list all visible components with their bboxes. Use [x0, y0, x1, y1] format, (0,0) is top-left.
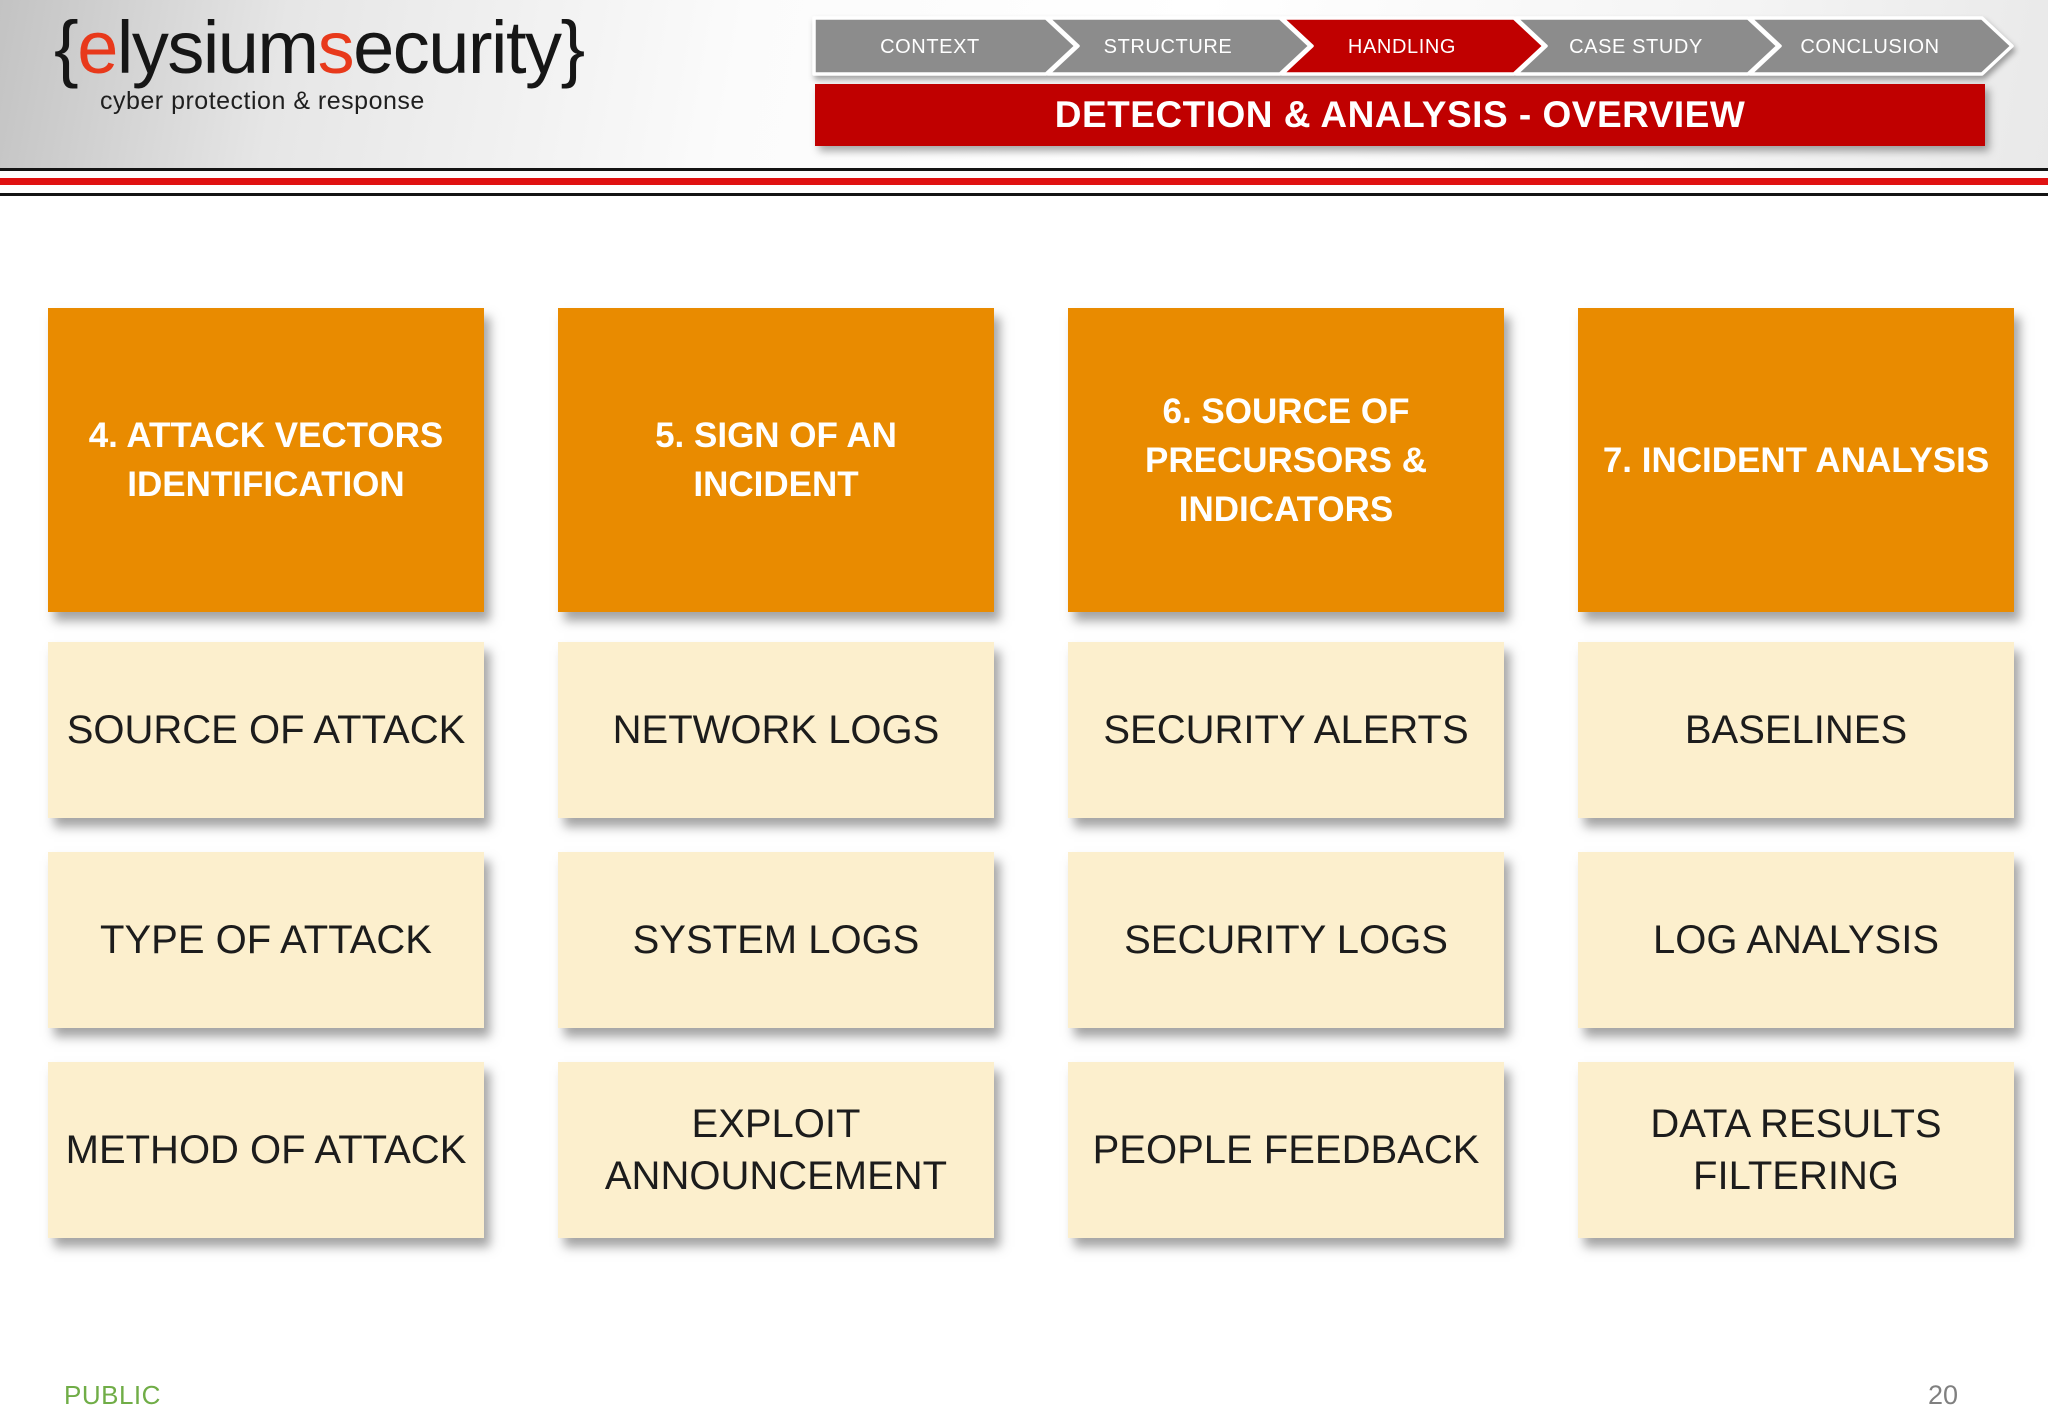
column-4-item-2: LOG ANALYSIS	[1578, 852, 2014, 1028]
nav-chevron-handling[interactable]: HANDLING	[1280, 16, 1546, 76]
column-3-item-2: SECURITY LOGS	[1068, 852, 1504, 1028]
slide-title: DETECTION & ANALYSIS - OVERVIEW	[1054, 94, 1746, 135]
column-4-item-3: DATA RESULTS FILTERING	[1578, 1062, 2014, 1238]
logo-letter-e: e	[77, 6, 118, 89]
logo-letter-s: s	[317, 6, 355, 89]
nav-chevron-case-study[interactable]: CASE STUDY	[1514, 16, 1780, 76]
company-logo: {elysiumsecurity} cyber protection & res…	[54, 4, 586, 116]
slide-title-banner: DETECTION & ANALYSIS - OVERVIEW	[815, 84, 1985, 146]
logo-wordmark: {elysiumsecurity}	[54, 4, 586, 91]
column-2-item-1: NETWORK LOGS	[558, 642, 994, 818]
column-1-item-1: SOURCE OF ATTACK	[48, 642, 484, 818]
page-number: 20	[1927, 1380, 1958, 1410]
logo-tagline: cyber protection & response	[100, 87, 425, 116]
nav-label-handling: HANDLING	[1348, 36, 1456, 58]
nav-chevron-context[interactable]: CONTEXT	[812, 16, 1078, 76]
logo-brace-left: {	[54, 6, 79, 89]
column-3-header: 6. SOURCE OF PRECURSORS & INDICATORS	[1068, 308, 1504, 612]
section-nav: CONTEXT STRUCTURE HANDLING CASE STUDY CO…	[812, 16, 2014, 76]
column-3-item-1: SECURITY ALERTS	[1068, 642, 1504, 818]
nav-label-context: CONTEXT	[880, 36, 980, 58]
classification-label: PUBLIC	[64, 1380, 161, 1410]
nav-label-conclusion: CONCLUSION	[1800, 36, 1939, 58]
nav-chevron-conclusion[interactable]: CONCLUSION	[1748, 16, 2014, 76]
nav-label-case-study: CASE STUDY	[1569, 36, 1703, 58]
divider-line-top	[0, 168, 2048, 171]
column-4-header: 7. INCIDENT ANALYSIS	[1578, 308, 2014, 612]
column-2-item-3: EXPLOIT ANNOUNCEMENT	[558, 1062, 994, 1238]
column-2-header: 5. SIGN OF AN INCIDENT	[558, 308, 994, 612]
column-1-header: 4. ATTACK VECTORS IDENTIFICATION	[48, 308, 484, 612]
nav-chevron-structure[interactable]: STRUCTURE	[1046, 16, 1312, 76]
column-3-item-3: PEOPLE FEEDBACK	[1068, 1062, 1504, 1238]
column-1-item-2: TYPE OF ATTACK	[48, 852, 484, 1028]
logo-brace-right: }	[560, 6, 586, 89]
divider-line-red	[0, 178, 2048, 185]
nav-label-structure: STRUCTURE	[1104, 36, 1233, 58]
logo-tail: ecurity	[353, 6, 562, 89]
logo-mid: lysium	[116, 6, 319, 89]
column-4-item-1: BASELINES	[1578, 642, 2014, 818]
column-1-item-3: METHOD OF ATTACK	[48, 1062, 484, 1238]
column-2-item-2: SYSTEM LOGS	[558, 852, 994, 1028]
divider-line-bottom	[0, 193, 2048, 196]
